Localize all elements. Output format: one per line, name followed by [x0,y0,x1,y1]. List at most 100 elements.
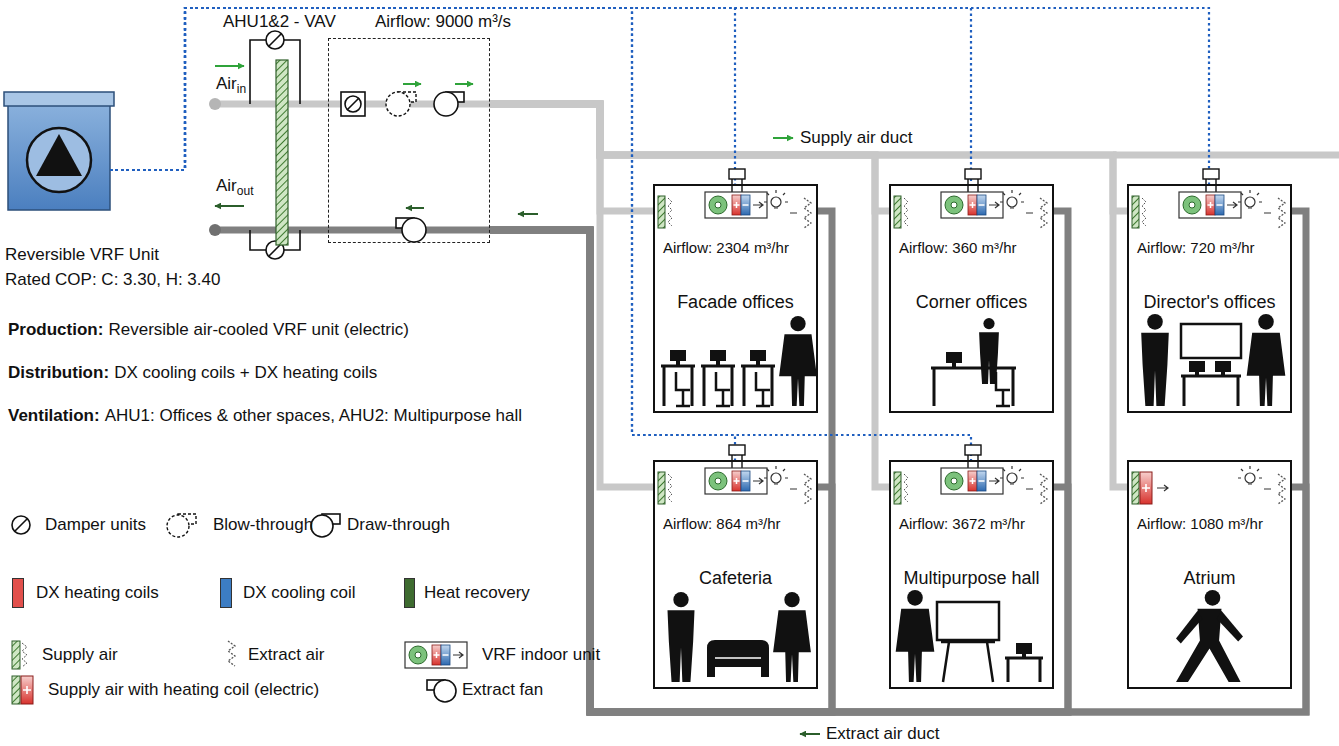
legend-samples [22,643,27,667]
room-figures [1217,611,1243,642]
room-figures [1016,643,1032,654]
room-figures [1147,314,1163,330]
room-illustration [668,198,672,226]
indoor-unit-icon [715,202,721,208]
airflow-value: Airflow: 360 m³/hr [899,238,1017,258]
legend-samples [12,676,20,704]
vrf-outdoor-unit: Reversible VRF UnitRated COP: C: 3.30, H… [8,95,110,210]
text-line: Production:Reversible air-cooled VRF uni… [8,320,409,340]
room-figures [701,366,735,406]
room-figures [661,366,695,406]
room-figures [1022,654,1026,658]
room-figures [937,602,999,640]
room-illustration [1040,198,1047,228]
room-figures [676,372,690,406]
room-illustration [1278,474,1285,504]
text-line: Ventilation:AHU1: Offices & other spaces… [8,384,558,448]
indoor-unit-icon [405,642,467,668]
room-figures [931,368,1016,406]
text-line: Distribution: DX cooling coils + DX heati… [8,363,377,383]
control-line [110,8,735,184]
extract-duct [490,230,1068,712]
room-box: Airflow: 360 m³/hrCorner offices [889,184,1054,413]
room-figures [741,366,775,406]
room-illustration [1000,466,1024,484]
airflow-value: Airflow: 3672 m³/hr [899,514,1025,534]
description-text: DX cooling coils + DX heating coils [114,363,377,382]
supply-duct [490,104,653,487]
room-name: Corner offices [916,292,1028,312]
ahu-drawing [406,207,424,209]
room-figures [941,642,995,682]
indoor-unit-icon [1227,202,1237,208]
room-illustration [1007,197,1017,207]
room-illustration [1132,196,1139,228]
indoor-unit-icon [941,192,1003,218]
room-figures [750,350,766,361]
airflow-value: Airflow: 720 m³/hr [1137,238,1255,258]
indoor-unit-icon [434,652,449,658]
unit-name: Reversible VRF Unit [5,245,159,265]
room-figures [779,334,817,406]
vrf-icon [4,92,114,106]
ahu-drawing [518,213,538,215]
legend-text: Extract air [248,645,325,665]
room-illustration [904,474,908,502]
room-illustration [732,179,742,192]
room-illustration [764,466,788,484]
ahu-drawing [1113,152,1339,159]
indoor-unit-icon [709,196,727,214]
control-line [110,8,1209,184]
room-illustration [729,445,745,455]
ahu-drawing [215,227,490,234]
extract-duct [490,211,1306,712]
legend-text: Extract air duct [826,724,939,744]
unit-name: AHU1&2 - VAV [223,12,336,32]
room-illustration [1140,472,1152,504]
room-illustration [1007,473,1017,483]
room-illustration [658,445,811,504]
legend-text: Draw-through [347,515,450,535]
room-illustration [894,472,901,504]
control-line [110,8,735,460]
room-illustration [1245,197,1255,207]
ahu-drawing [269,34,281,46]
room-illustration [732,455,742,468]
room-illustration [904,198,908,226]
control-line [110,8,971,184]
legend-text: Blow-through [213,515,313,535]
description-heading: Distribution: [8,363,109,382]
legend-text: Supply air with heating coil (electric) [48,680,319,700]
indoor-unit-icon [1179,192,1241,218]
extract-duct [490,211,1068,712]
room-figures [715,657,761,659]
indoor-unit-icon [1189,202,1195,208]
room-illustration [1264,212,1271,213]
ahu-drawing [345,96,361,112]
room-figures [983,318,994,329]
room-illustration [1142,484,1150,492]
legend-samples [800,733,820,735]
room-illustration [1157,485,1168,491]
room-illustration [1142,198,1146,226]
room-illustration [965,445,981,455]
indoor-unit-icon [1208,202,1223,208]
text-line: Airout [216,176,253,201]
room-figures [1176,590,1243,682]
room-illustration [790,212,797,213]
room-illustration [1206,179,1216,192]
legend-samples [167,515,189,537]
room-illustration [1000,190,1024,208]
legend-text: Damper units [45,515,146,535]
room-illustration [771,197,781,207]
description-text: AHU1: Offices & other spaces, AHU2: Mult… [105,406,522,425]
ahu-drawing [386,92,410,116]
room-name: Cafeteria [699,568,772,588]
indoor-unit-icon [705,192,767,218]
indoor-unit-icon [945,472,963,490]
indoor-unit-icon [970,202,985,208]
legend-text: DX heating coils [36,583,159,603]
room-figures [773,610,811,682]
indoor-unit-icon [405,642,467,668]
